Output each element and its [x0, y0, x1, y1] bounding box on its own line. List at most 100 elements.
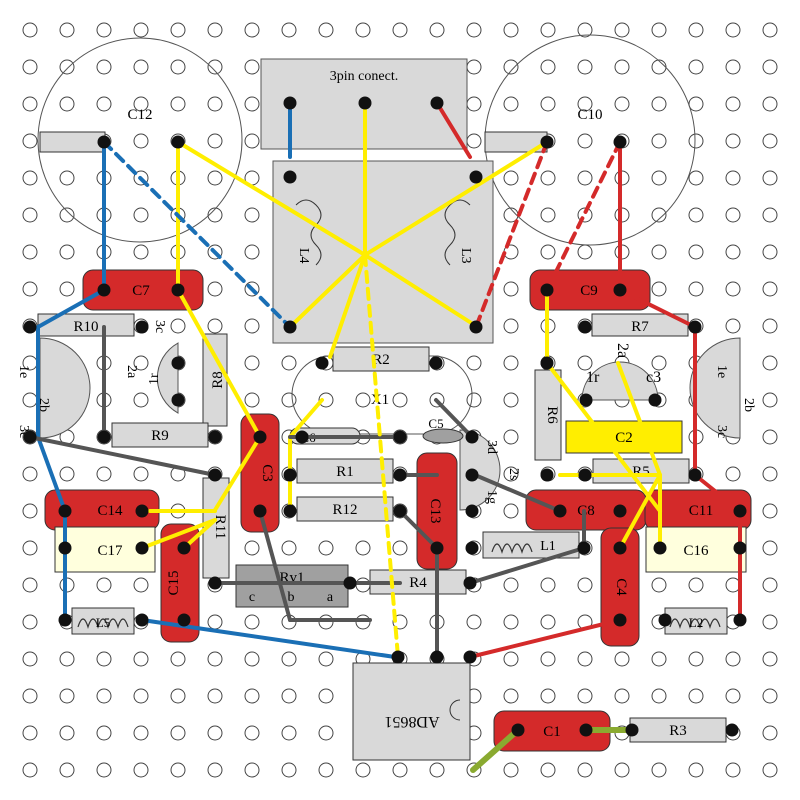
board-hole: [577, 688, 593, 704]
wire-yellow: [363, 253, 478, 328]
board-hole: [22, 540, 38, 556]
r2-body: [332, 346, 430, 372]
board-hole: [762, 614, 778, 630]
board-hole: [725, 59, 741, 75]
rv1-body: [235, 564, 349, 608]
wire-red: [618, 288, 697, 329]
solder-pad: [613, 504, 627, 518]
board-hole: [651, 96, 667, 112]
board-hole: [503, 503, 519, 519]
board-hole: [96, 762, 112, 778]
board-hole: [281, 651, 297, 667]
solder-pad: [733, 541, 747, 555]
board-hole: [244, 688, 260, 704]
wire-yellow: [176, 288, 262, 439]
board-hole: [22, 22, 38, 38]
wire-dark: [434, 398, 474, 439]
solder-pad: [577, 541, 591, 555]
c2-body: [565, 420, 683, 454]
solder-pad: [469, 320, 483, 334]
solder-pad: [171, 135, 185, 149]
r12-label: R12: [332, 502, 357, 518]
c14-label: C14: [97, 503, 123, 519]
solder-pad: [465, 504, 479, 518]
solder-pad: [579, 393, 593, 407]
board-hole: [762, 22, 778, 38]
t-right-1-label: 1r: [586, 369, 600, 386]
board-hole: [614, 22, 630, 38]
board-hole: [577, 244, 593, 260]
board-hole: [133, 466, 149, 482]
board-hole: [281, 725, 297, 741]
c7-label: C7: [132, 283, 150, 299]
board-hole: [503, 318, 519, 334]
solder-pad: [658, 613, 672, 627]
solder-pad: [283, 170, 297, 184]
board-hole: [392, 392, 408, 408]
transistor-left: 1e 2b 3c: [16, 337, 91, 439]
wire-red: [468, 618, 622, 659]
board-hole: [59, 59, 75, 75]
solder-pad: [358, 96, 372, 110]
r3-label: R3: [669, 723, 687, 739]
solder-pad: [613, 135, 627, 149]
wire-green: [470, 727, 521, 773]
board-hole: [318, 540, 334, 556]
board-hole: [281, 392, 297, 408]
board-hole: [577, 133, 593, 149]
board-hole: [244, 244, 260, 260]
board-hole: [651, 133, 667, 149]
solder-pad: [58, 613, 72, 627]
board-hole: [59, 651, 75, 667]
board-hole: [503, 59, 519, 75]
board-hole: [133, 688, 149, 704]
board-hole: [688, 22, 704, 38]
board-hole: [59, 170, 75, 186]
board-hole: [503, 614, 519, 630]
solder-pad: [208, 430, 222, 444]
board-hole: [651, 207, 667, 223]
solder-pad: [653, 541, 667, 555]
r9-label: R9: [151, 428, 169, 444]
board-hole: [762, 133, 778, 149]
c3-body: [240, 413, 280, 533]
board-hole: [725, 96, 741, 112]
board-hole: [133, 651, 149, 667]
l3-label: L3: [458, 248, 473, 264]
board-hole: [688, 170, 704, 186]
board-hole: [59, 96, 75, 112]
board-hole: [207, 762, 223, 778]
board-hole: [59, 281, 75, 297]
board-hole: [133, 392, 149, 408]
board-hole: [651, 22, 667, 38]
r3-body: [629, 717, 727, 743]
solder-pad: [171, 283, 185, 297]
board-hole: [466, 59, 482, 75]
solder-pad: [463, 650, 477, 664]
board-hole: [614, 762, 630, 778]
solder-pad: [23, 320, 37, 334]
board-hole: [725, 577, 741, 593]
r8-label: R8: [210, 371, 226, 389]
solder-pad: [430, 96, 444, 110]
board-hole: [22, 207, 38, 223]
wire-red: [545, 140, 622, 292]
board-hole: [244, 133, 260, 149]
solder-pad: [511, 723, 525, 737]
board-hole: [96, 688, 112, 704]
solder-pad: [578, 468, 592, 482]
board-hole: [762, 170, 778, 186]
board-hole: [577, 355, 593, 371]
r1-label: R1: [336, 464, 354, 480]
board-hole: [503, 170, 519, 186]
board-hole: [429, 22, 445, 38]
board-hole: [244, 59, 260, 75]
board-hole: [170, 651, 186, 667]
board-hole: [207, 207, 223, 223]
solder-pad: [97, 283, 111, 297]
solder-pad: [177, 613, 191, 627]
solder-pad: [253, 430, 267, 444]
s-mid-2-label: 2s: [506, 468, 521, 480]
board-hole: [355, 392, 371, 408]
board-hole: [207, 318, 223, 334]
